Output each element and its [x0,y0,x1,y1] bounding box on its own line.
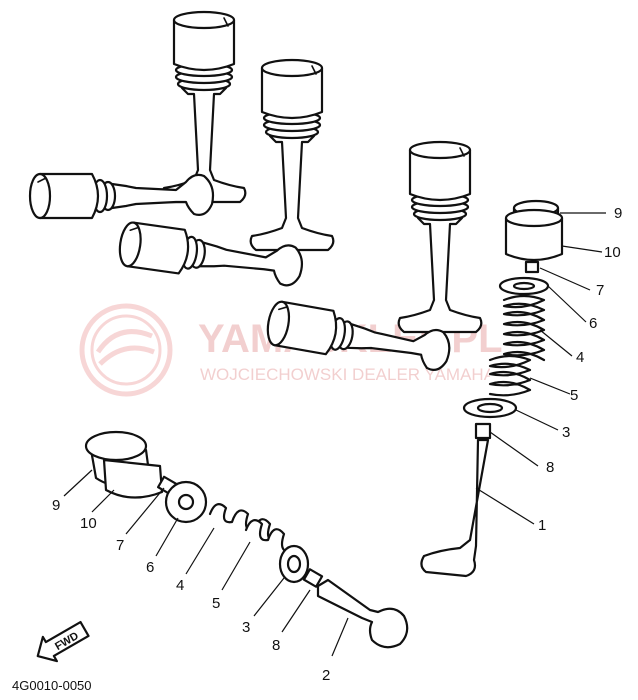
callout-5-right: 5 [570,387,578,404]
fwd-arrow-badge: FWD [36,620,90,663]
callout-6-left: 6 [146,559,154,576]
watermark-subtitle: WOJCIECHOWSKI DEALER YAMAHA [200,365,496,384]
callouts-right: 9 10 7 6 4 5 3 8 1 [538,205,622,534]
callout-3-right: 3 [562,424,570,441]
callouts-left: 9 10 7 6 4 5 3 8 2 [52,497,330,684]
assembled-valve-top-center [249,58,335,252]
leaders-left [63,469,349,657]
callout-1: 1 [538,517,546,534]
callout-8-right: 8 [546,459,554,476]
callout-3-left: 3 [242,619,250,636]
diagram-code: 4G0010-0050 [12,678,92,693]
callout-4-left: 4 [176,577,184,594]
callout-9-left: 9 [52,497,60,514]
exploded-valve-right [420,199,564,578]
callout-7-left: 7 [116,537,124,554]
assembled-valve-left-upper [28,172,215,220]
callout-8-left: 8 [272,637,280,654]
callout-6-right: 6 [589,315,597,332]
callout-9-right: 9 [614,205,622,222]
exploded-valve-left [84,430,409,649]
callout-2: 2 [322,667,330,684]
callout-5-left: 5 [212,595,220,612]
callout-10-right: 10 [604,244,621,261]
leaders-right [475,212,606,525]
callout-10-left: 10 [80,515,97,532]
callout-4-right: 4 [576,349,584,366]
assembled-valve-top-right [397,140,483,334]
callout-7-right: 7 [596,282,604,299]
assembled-valve-top-left [161,10,247,204]
